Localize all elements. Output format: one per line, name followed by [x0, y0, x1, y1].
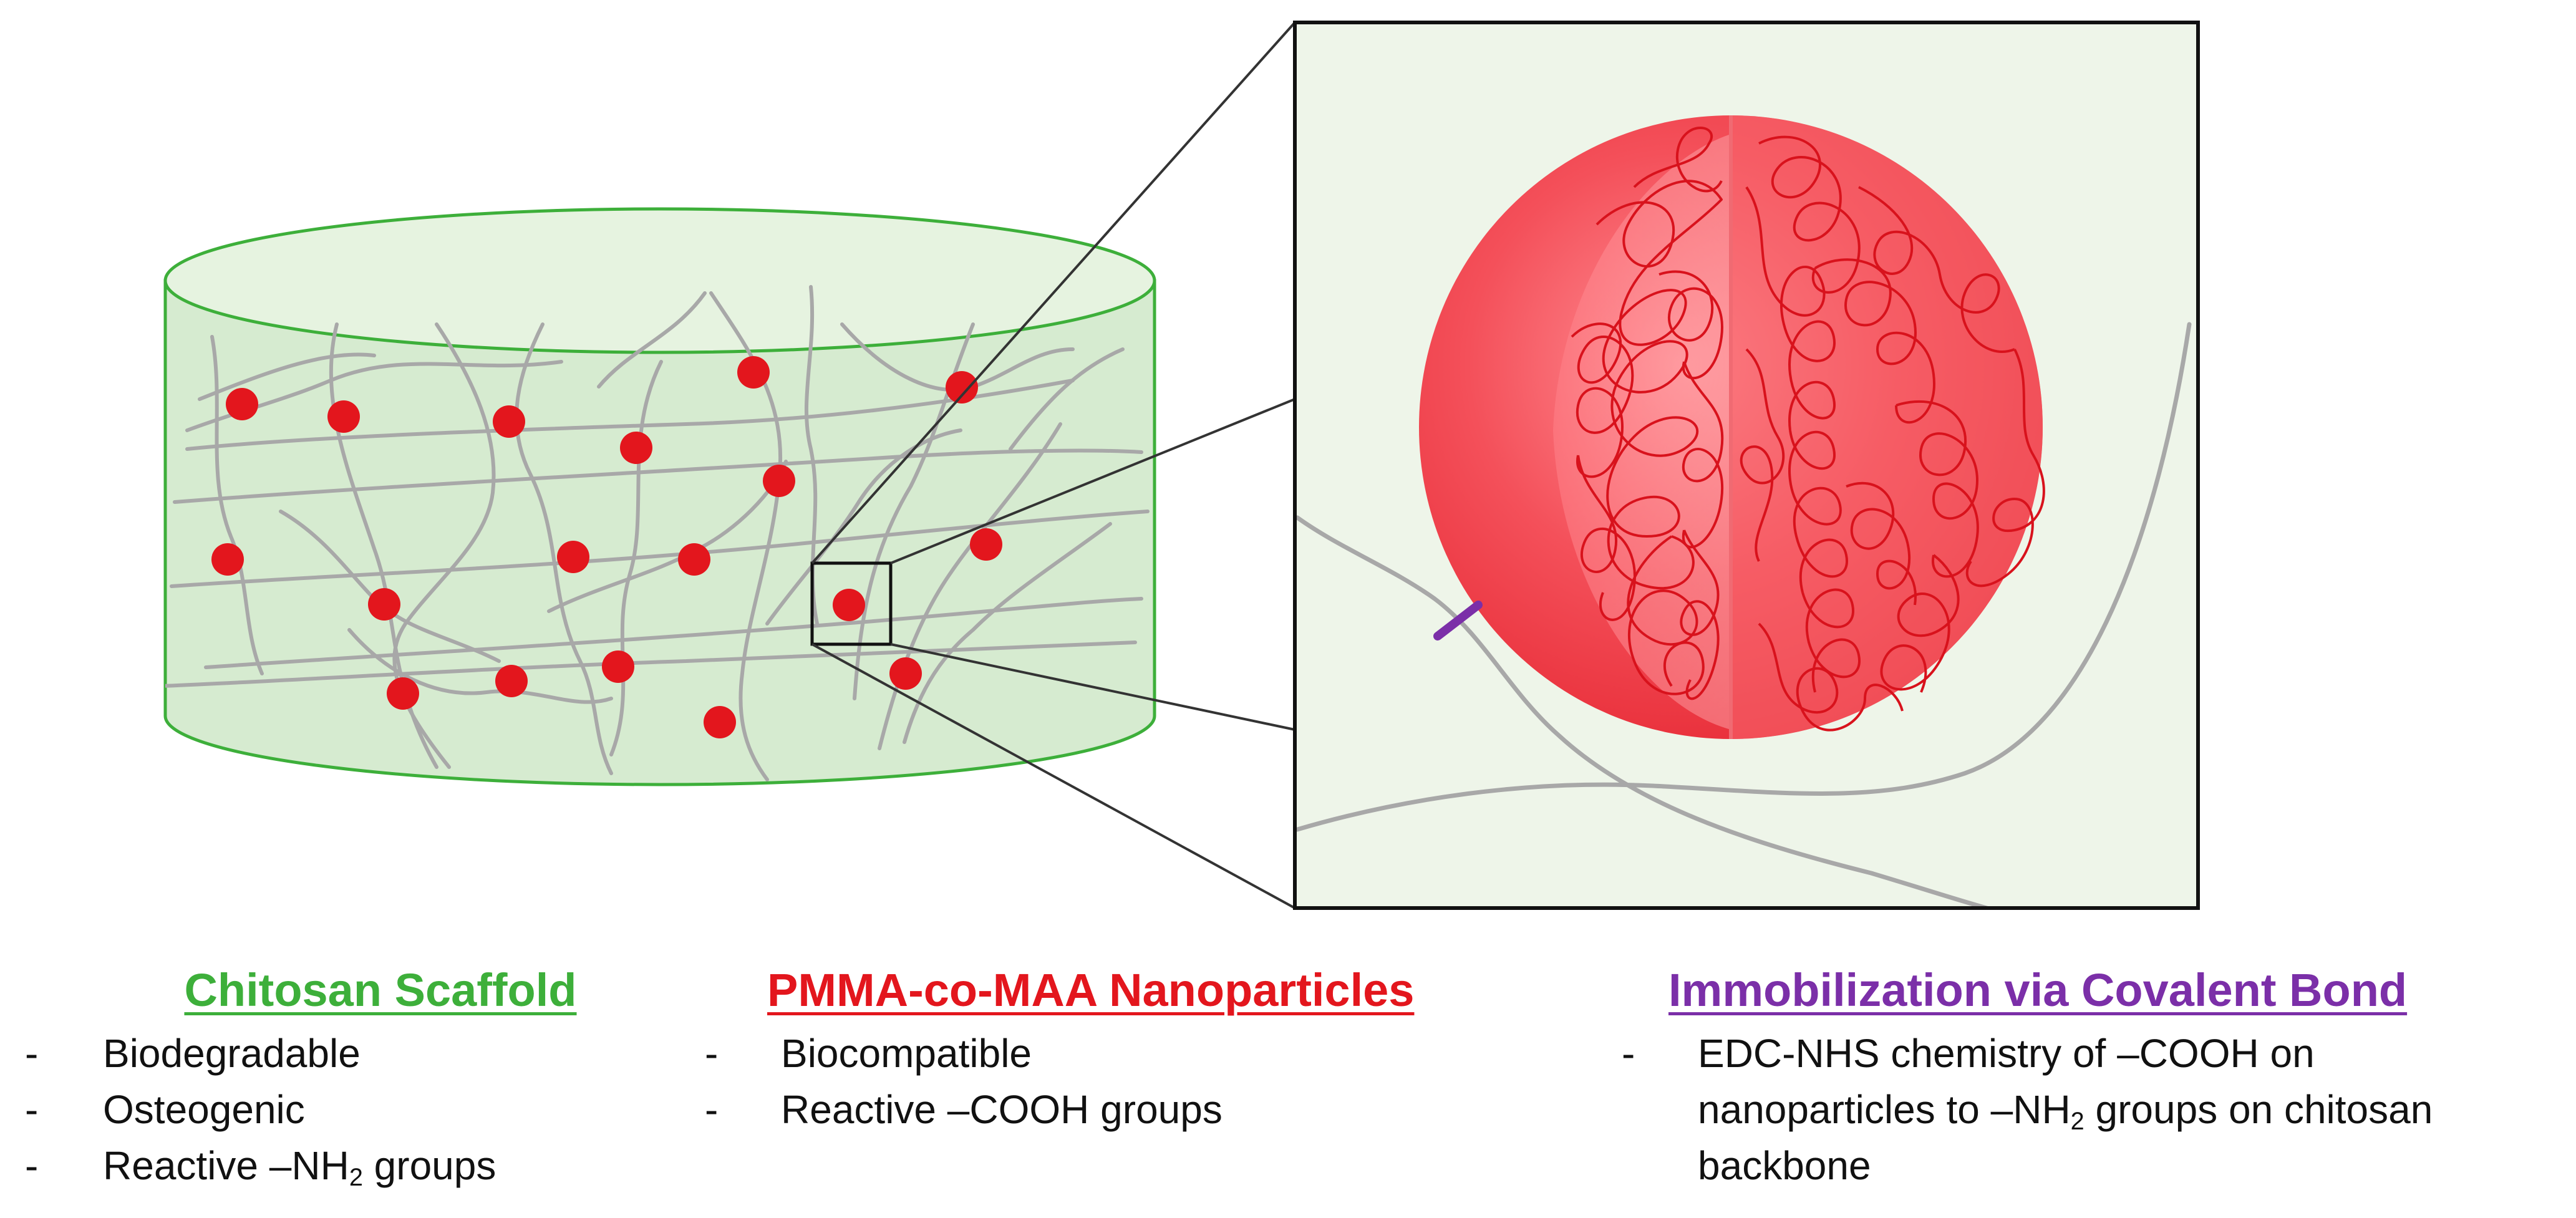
pmma-co-maa-nanoparticle [1419, 115, 2045, 739]
list-item: -Biodegradable [25, 1031, 361, 1076]
caption-immobilization: Immobilization via Covalent Bond -EDC-NH… [1622, 964, 2570, 1194]
nanoparticle-dot [620, 432, 652, 464]
list-item: -Reactive –NH2 groups [25, 1143, 496, 1191]
nanoparticle-dot [387, 677, 419, 710]
nanoparticle-dot [602, 650, 634, 683]
embedded-nanoparticles [211, 356, 1002, 738]
nanoparticle-dot [678, 543, 710, 576]
nanoparticle-dot [833, 589, 865, 621]
caption-title-chitosan: Chitosan Scaffold [184, 964, 577, 1016]
zoom-indicator [810, 21, 1296, 909]
covalent-bond [1433, 601, 1483, 640]
cylinder-top [163, 207, 1156, 354]
nanoparticle-dot [737, 356, 770, 389]
chitosan-fiber [1295, 322, 2192, 832]
nanoparticle-cut-face [1731, 115, 2043, 739]
polymer-chains [1571, 127, 2045, 732]
caption-nanoparticles: PMMA-co-MAA Nanoparticles -Biocompatible… [705, 964, 1534, 1138]
nanoparticle-dot [495, 665, 528, 697]
list-item: -Osteogenic [25, 1087, 305, 1132]
nanoparticle-dot [763, 465, 795, 497]
list-item: -Biocompatible [705, 1031, 1032, 1076]
list-item-continuation: backbone [1698, 1143, 1871, 1188]
zoom-panel [1293, 21, 2200, 910]
caption-title-immobilization: Immobilization via Covalent Bond [1668, 964, 2408, 1016]
list-item: -EDC-NHS chemistry of –COOH on [1622, 1031, 2315, 1076]
chitosan-fiber-network [165, 285, 1150, 781]
scaffold-cylinder [163, 207, 1156, 786]
caption-chitosan-scaffold: Chitosan Scaffold -Biodegradable -Osteog… [25, 964, 667, 1194]
nanoparticle-dot [368, 588, 400, 621]
zoom-panel-border [1293, 21, 2200, 910]
nanoparticle-dot [211, 543, 244, 576]
chitosan-fiber [1295, 515, 1995, 908]
nanoparticle-dot [226, 388, 258, 420]
list-item-continuation: nanoparticles to –NH2 groups on chitosan [1698, 1087, 2433, 1135]
nanoparticle-dot [327, 400, 360, 433]
nanoparticle-dot [889, 657, 922, 690]
nanoparticle-dot [493, 405, 525, 438]
list-item: -Reactive –COOH groups [705, 1087, 1223, 1132]
caption-title-nanoparticles: PMMA-co-MAA Nanoparticles [767, 964, 1415, 1016]
zoom-projection-lines [811, 21, 1296, 909]
chitosan-properties-list: -Biodegradable -Osteogenic -Reactive –NH… [25, 1025, 667, 1194]
scaffold-illustration [163, 21, 2200, 910]
immobilization-description-list: -EDC-NHS chemistry of –COOH on nanoparti… [1622, 1025, 2570, 1194]
nanoparticle-dot [970, 528, 1002, 561]
nanoparticle-dot [946, 371, 978, 404]
zoom-selection-box [810, 561, 893, 646]
nanoparticle-dot [557, 541, 589, 573]
nanoparticle-properties-list: -Biocompatible -Reactive –COOH groups [705, 1025, 1534, 1138]
nanoparticle-dot [704, 706, 736, 738]
